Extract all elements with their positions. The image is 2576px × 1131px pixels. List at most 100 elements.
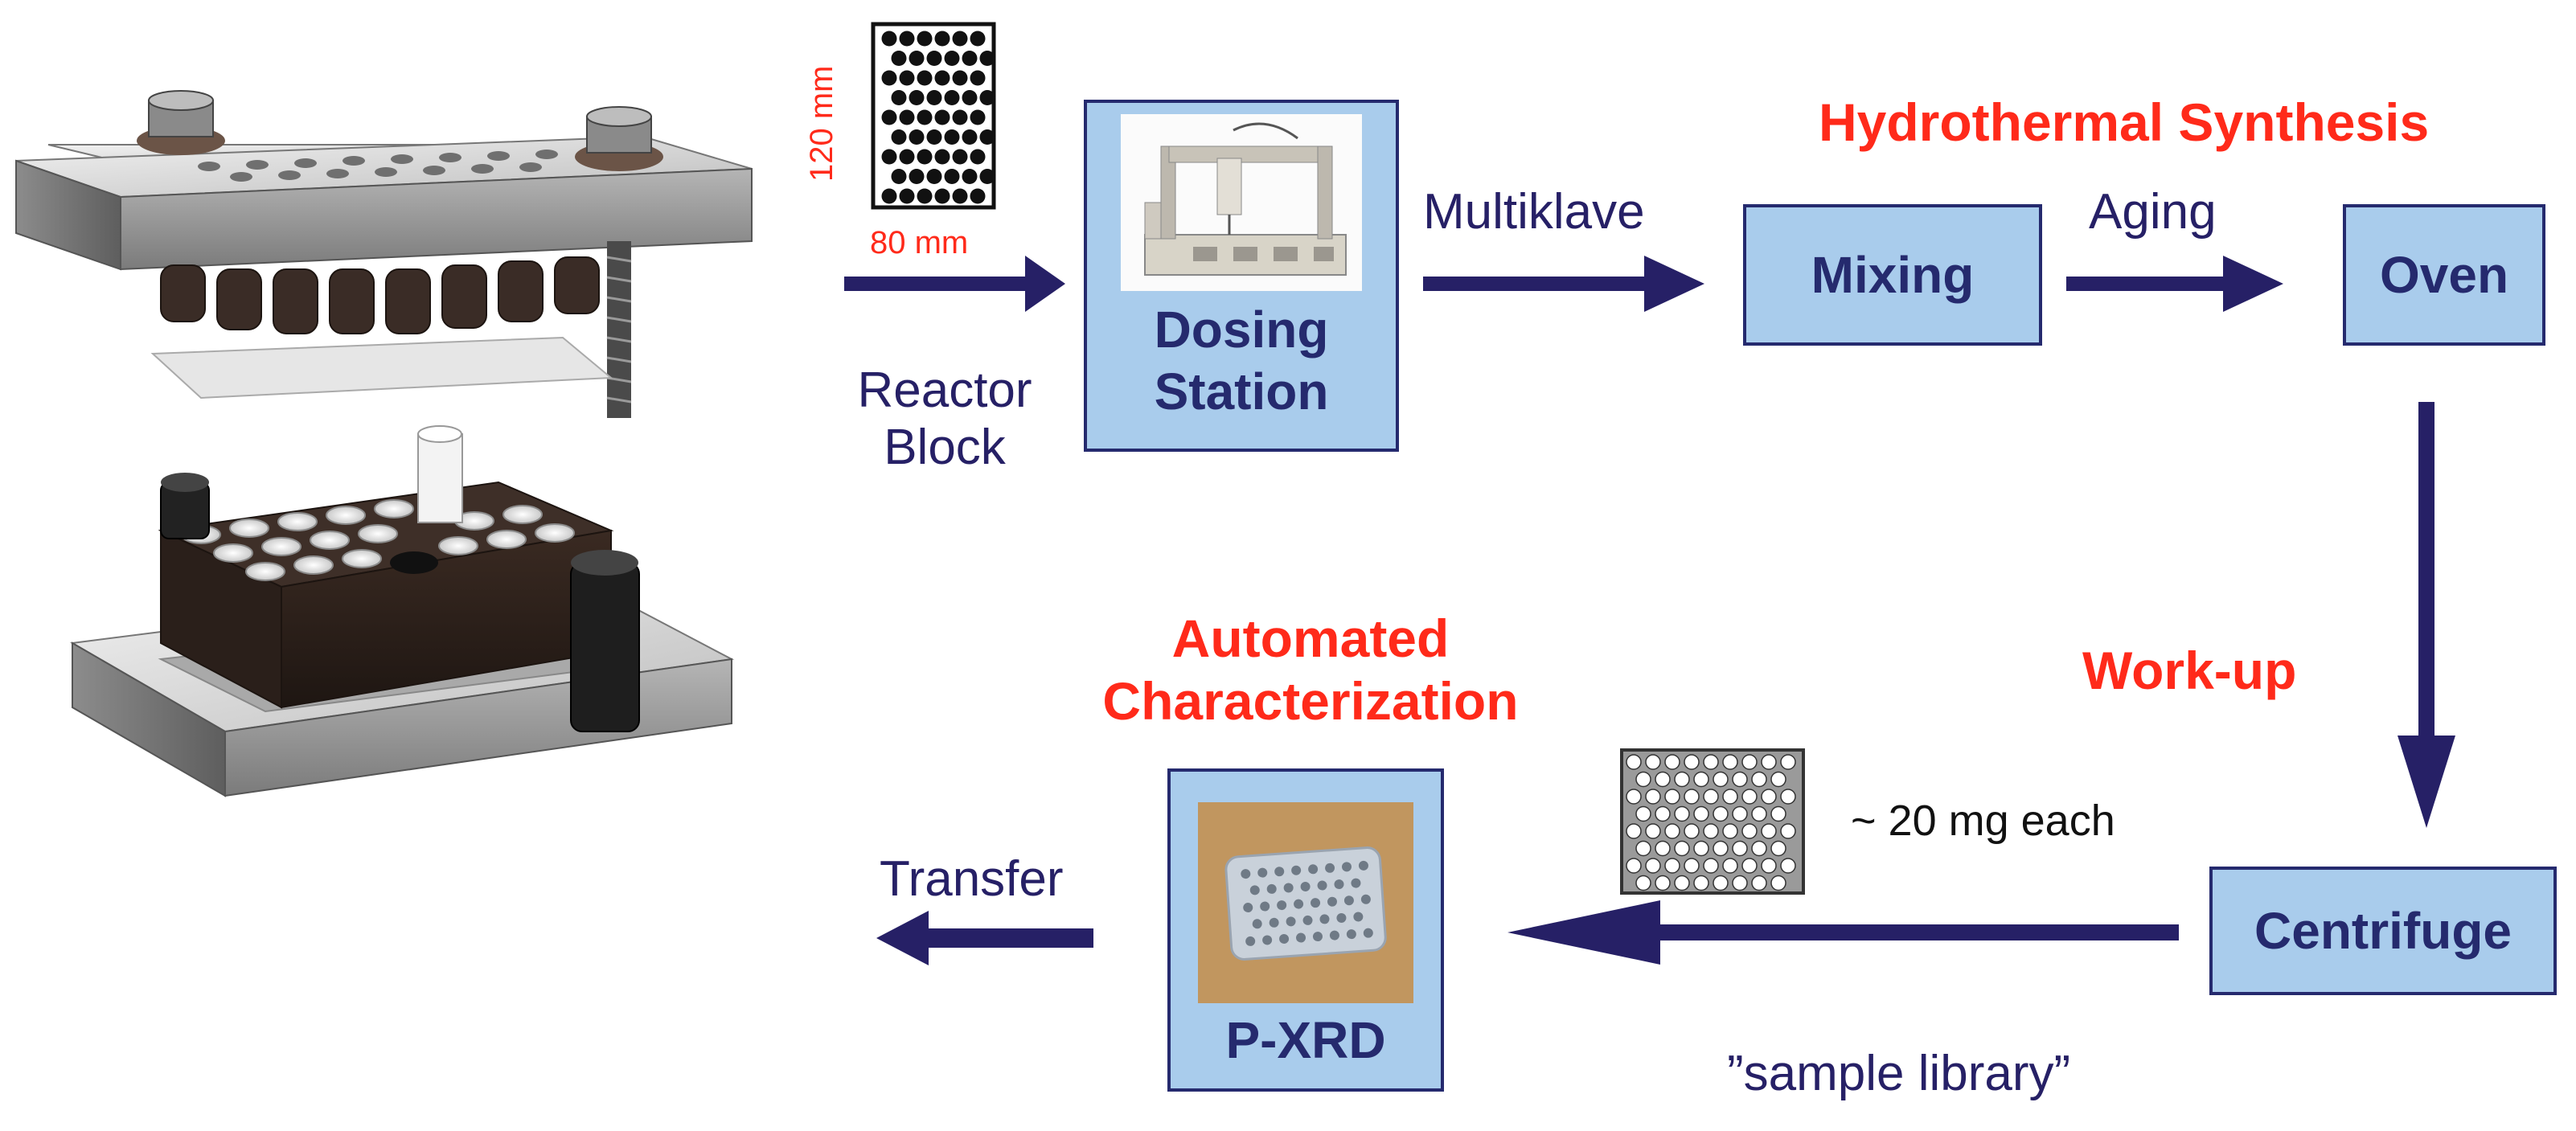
dosing-robot-image: [1121, 114, 1362, 291]
well-dot: [917, 109, 933, 125]
holder-well: [1302, 915, 1313, 925]
pxrd-label: P-XRD: [1225, 1011, 1386, 1069]
sample-well: [1741, 858, 1758, 874]
well-dot: [917, 188, 933, 204]
well-dot: [881, 31, 897, 47]
sample-well: [1655, 771, 1671, 788]
sample-well: [1722, 858, 1738, 874]
oven-label: Oven: [2379, 245, 2509, 304]
well-dot: [909, 169, 925, 184]
multiklave-label: Multiklave: [1423, 184, 1645, 240]
sample-well: [1664, 789, 1680, 805]
centrifuge-label: Centrifuge: [2254, 901, 2512, 960]
sample-well: [1626, 858, 1642, 874]
well-dot: [881, 149, 897, 165]
well-dot: [979, 90, 995, 105]
sample-well: [1780, 858, 1796, 874]
well-dot: [899, 188, 915, 204]
holder-well: [1327, 896, 1337, 907]
well-dot: [891, 51, 907, 66]
holder-well: [1260, 901, 1270, 912]
sample-well: [1664, 754, 1680, 770]
well-dot: [891, 169, 907, 184]
sample-well: [1635, 771, 1651, 788]
sample-well: [1664, 823, 1680, 839]
holder-well: [1277, 900, 1287, 911]
holder-well: [1329, 930, 1339, 940]
sample-well: [1693, 840, 1709, 857]
sample-well: [1780, 823, 1796, 839]
well-dot: [891, 90, 907, 105]
sample-well: [1751, 840, 1767, 857]
sample-well: [1732, 805, 1748, 822]
pxrd-box: P-XRD: [1167, 768, 1444, 1092]
well-dot: [934, 149, 950, 165]
sample-well: [1693, 771, 1709, 788]
arrow-to-mixing-icon: [1423, 256, 1704, 312]
sample-well: [1674, 771, 1690, 788]
sample-well: [1761, 858, 1777, 874]
oven-box: Oven: [2343, 204, 2545, 346]
sample-well: [1770, 771, 1786, 788]
holder-well: [1274, 867, 1285, 877]
sample-well: [1626, 823, 1642, 839]
sample-well: [1674, 875, 1690, 891]
well-dot: [891, 129, 907, 145]
holder-well: [1311, 898, 1321, 908]
holder-well: [1300, 881, 1311, 891]
holder-well: [1257, 867, 1268, 878]
holder-well: [1243, 903, 1253, 913]
sample-well: [1713, 805, 1729, 822]
holder-well: [1245, 936, 1256, 946]
sample-well: [1761, 823, 1777, 839]
sample-well: [1722, 823, 1738, 839]
sample-well: [1635, 805, 1651, 822]
sample-well: [1655, 875, 1671, 891]
sample-well: [1674, 805, 1690, 822]
dosing-station-line1: Dosing: [1154, 301, 1329, 359]
holder-well: [1241, 869, 1251, 879]
well-dot: [970, 70, 986, 86]
well-dot: [934, 109, 950, 125]
well-dot: [881, 109, 897, 125]
sample-well: [1684, 858, 1700, 874]
well-dot: [979, 169, 995, 184]
hydrothermal-synthesis-heading: Hydrothermal Synthesis: [1819, 92, 2430, 152]
sample-well: [1693, 875, 1709, 891]
well-dot: [944, 90, 960, 105]
well-dot: [934, 188, 950, 204]
mixing-label: Mixing: [1811, 245, 1975, 304]
well-dot: [917, 149, 933, 165]
well-dot: [926, 129, 942, 145]
reactor-block-label-line1: Reactor: [857, 363, 1032, 418]
well-dot: [909, 90, 925, 105]
work-up-heading: Work-up: [2082, 641, 2297, 700]
sample-well: [1713, 875, 1729, 891]
well-dot: [944, 51, 960, 66]
sample-well: [1703, 754, 1719, 770]
well-dot: [970, 188, 986, 204]
arrow-to-pxrd-icon: [1507, 900, 2179, 965]
well-plate-icon: [871, 22, 996, 210]
sample-well: [1770, 840, 1786, 857]
sample-well: [1741, 823, 1758, 839]
automated-line1: Automated: [1171, 609, 1450, 668]
sample-well: [1626, 754, 1642, 770]
sample-well: [1684, 754, 1700, 770]
sample-well: [1645, 789, 1661, 805]
holder-well: [1353, 912, 1364, 922]
holder-well: [1296, 932, 1306, 943]
well-dot: [899, 31, 915, 47]
well-dot: [962, 169, 978, 184]
well-dot: [926, 51, 942, 66]
sample-well: [1770, 875, 1786, 891]
holder-well: [1283, 883, 1294, 893]
bolt-icon: [137, 90, 225, 155]
sample-well: [1645, 754, 1661, 770]
automated-characterization-heading: Automated Characterization: [1045, 608, 1576, 733]
sample-library-label: ”sample library”: [1727, 1046, 2071, 1101]
bolt-icon: [575, 106, 663, 171]
sample-well: [1722, 754, 1738, 770]
holder-well: [1317, 880, 1327, 891]
holder-well: [1360, 894, 1371, 904]
